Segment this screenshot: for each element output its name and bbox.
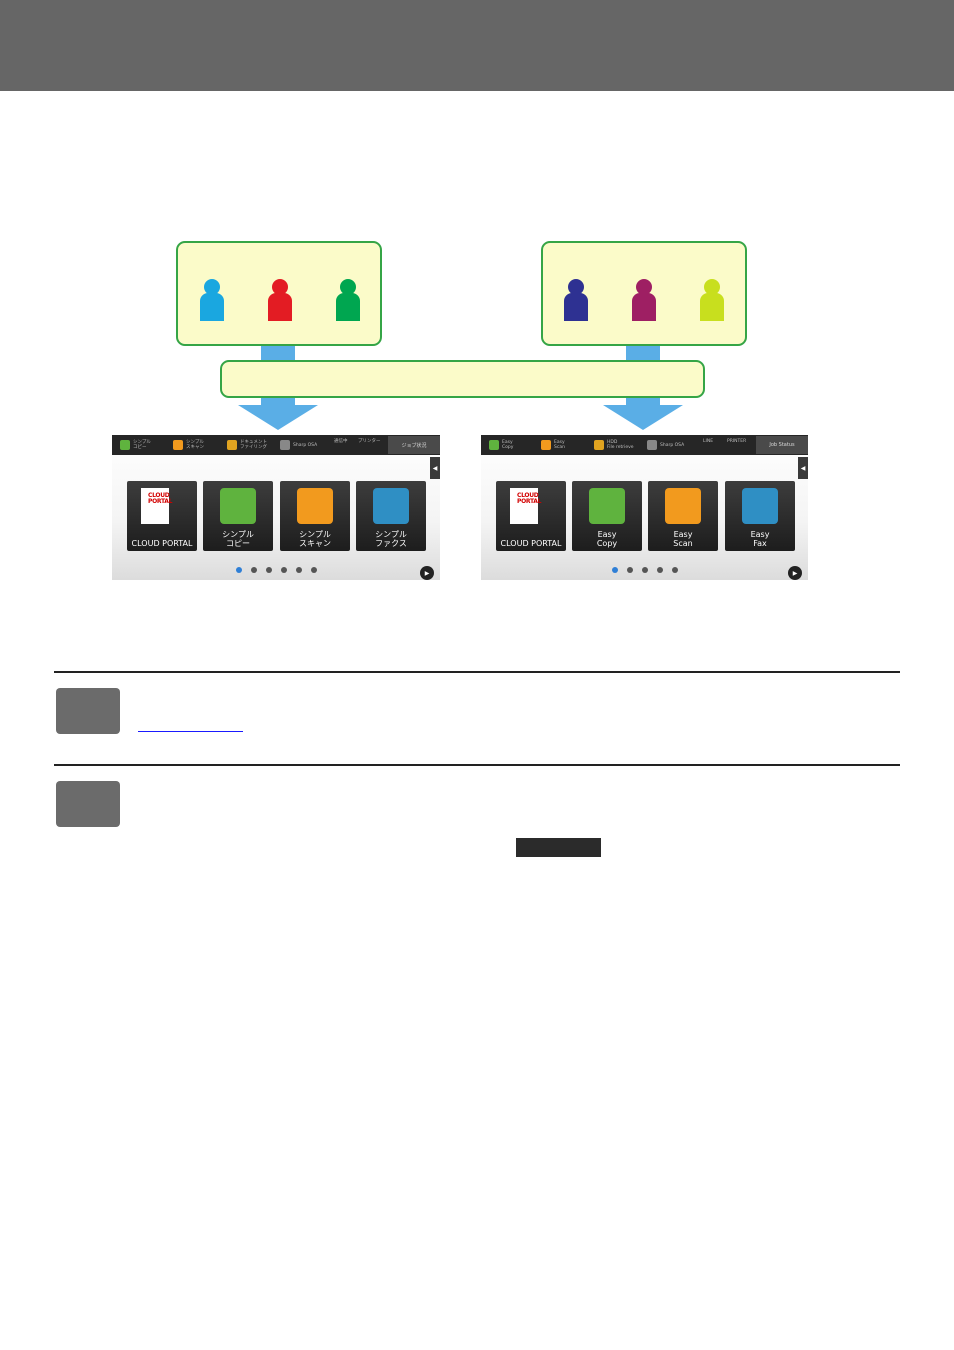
next-page-icon[interactable]: ▶ [420,566,434,580]
reference-link[interactable] [138,715,243,732]
scan-icon [541,440,551,450]
tile-copy[interactable]: シンプル コピー [203,481,273,551]
page-header-bar [0,0,954,91]
toolbar-item[interactable]: ドキュメント ファイリング [227,438,267,452]
arrow-down-icon [603,405,683,430]
user-icon [700,279,724,321]
user-icon [200,279,224,321]
job-status-button[interactable]: Job Status [756,436,808,454]
page-dot[interactable] [281,567,287,573]
toolbar: Easy Copy Easy Scan HDD File retrieve Sh… [481,435,808,455]
page-dot[interactable] [296,567,302,573]
page-dot[interactable] [612,567,618,573]
tile-copy[interactable]: Easy Copy [572,481,642,551]
user-group-right [541,241,747,346]
page-dot[interactable] [311,567,317,573]
tile-scan[interactable]: シンプル スキャン [280,481,350,551]
page-dot[interactable] [657,567,663,573]
folder-icon [594,440,604,450]
section-divider [54,764,900,766]
tile-scan[interactable]: Easy Scan [648,481,718,551]
side-panel-toggle[interactable]: ◀ [798,457,808,479]
toolbar-item[interactable]: シンプル スキャン [173,438,204,452]
scan-icon [173,440,183,450]
toolbar: シンプル コピー シンプル スキャン ドキュメント ファイリング Sharp O… [112,435,440,455]
tile-fax[interactable]: Easy Fax [725,481,795,551]
tile-cloud-portal[interactable]: CLOUD PORTAL CLOUD PORTAL [496,481,566,551]
key-button [516,838,601,857]
section-divider [54,671,900,673]
copy-icon [589,488,625,524]
page-dot[interactable] [266,567,272,573]
user-icon [564,279,588,321]
scan-icon [297,488,333,524]
osa-icon [280,440,290,450]
toolbar-item[interactable]: Sharp OSA [280,438,317,452]
indicator-printer: PRINTER [727,439,747,444]
user-icon [632,279,656,321]
toolbar-item[interactable]: HDD File retrieve [594,438,634,452]
page-dot[interactable] [236,567,242,573]
cloud-portal-icon: CLOUD PORTAL [141,488,172,524]
step-number-box [56,688,120,734]
fax-icon [742,488,778,524]
user-icon [268,279,292,321]
folder-icon [227,440,237,450]
tile-fax[interactable]: シンプル ファクス [356,481,426,551]
page-dot[interactable] [642,567,648,573]
side-panel-toggle[interactable]: ◀ [430,457,440,479]
osa-icon [647,440,657,450]
copy-icon [120,440,130,450]
user-group-left [176,241,382,346]
toolbar-item[interactable]: Easy Copy [489,438,513,452]
user-icon [336,279,360,321]
arrow-stem-left [261,398,295,405]
fax-icon [373,488,409,524]
copy-icon [220,488,256,524]
next-page-icon[interactable]: ▶ [788,566,802,580]
indicator-line: LINE [703,439,714,444]
connector-right [626,346,660,362]
cloud-portal-icon: CLOUD PORTAL [510,488,541,524]
indicator-printer: プリンター [358,439,381,444]
job-status-button[interactable]: ジョブ状況 [388,436,440,454]
shared-settings-bar [220,360,705,398]
page-dot[interactable] [627,567,633,573]
tile-cloud-portal[interactable]: CLOUD PORTAL CLOUD PORTAL [127,481,197,551]
connector-left [261,346,295,362]
page-dot[interactable] [251,567,257,573]
home-screen-panel-en: Easy Copy Easy Scan HDD File retrieve Sh… [481,435,808,580]
copy-icon [489,440,499,450]
page-dot[interactable] [672,567,678,573]
toolbar-item[interactable]: Easy Scan [541,438,565,452]
home-screen-panel-ja: シンプル コピー シンプル スキャン ドキュメント ファイリング Sharp O… [112,435,440,580]
arrow-stem-right [626,398,660,405]
step-number-box [56,781,120,827]
scan-icon [665,488,701,524]
arrow-down-icon [238,405,318,430]
toolbar-item[interactable]: Sharp OSA [647,438,684,452]
indicator-line: 通信中 [334,439,348,444]
toolbar-item[interactable]: シンプル コピー [120,438,151,452]
